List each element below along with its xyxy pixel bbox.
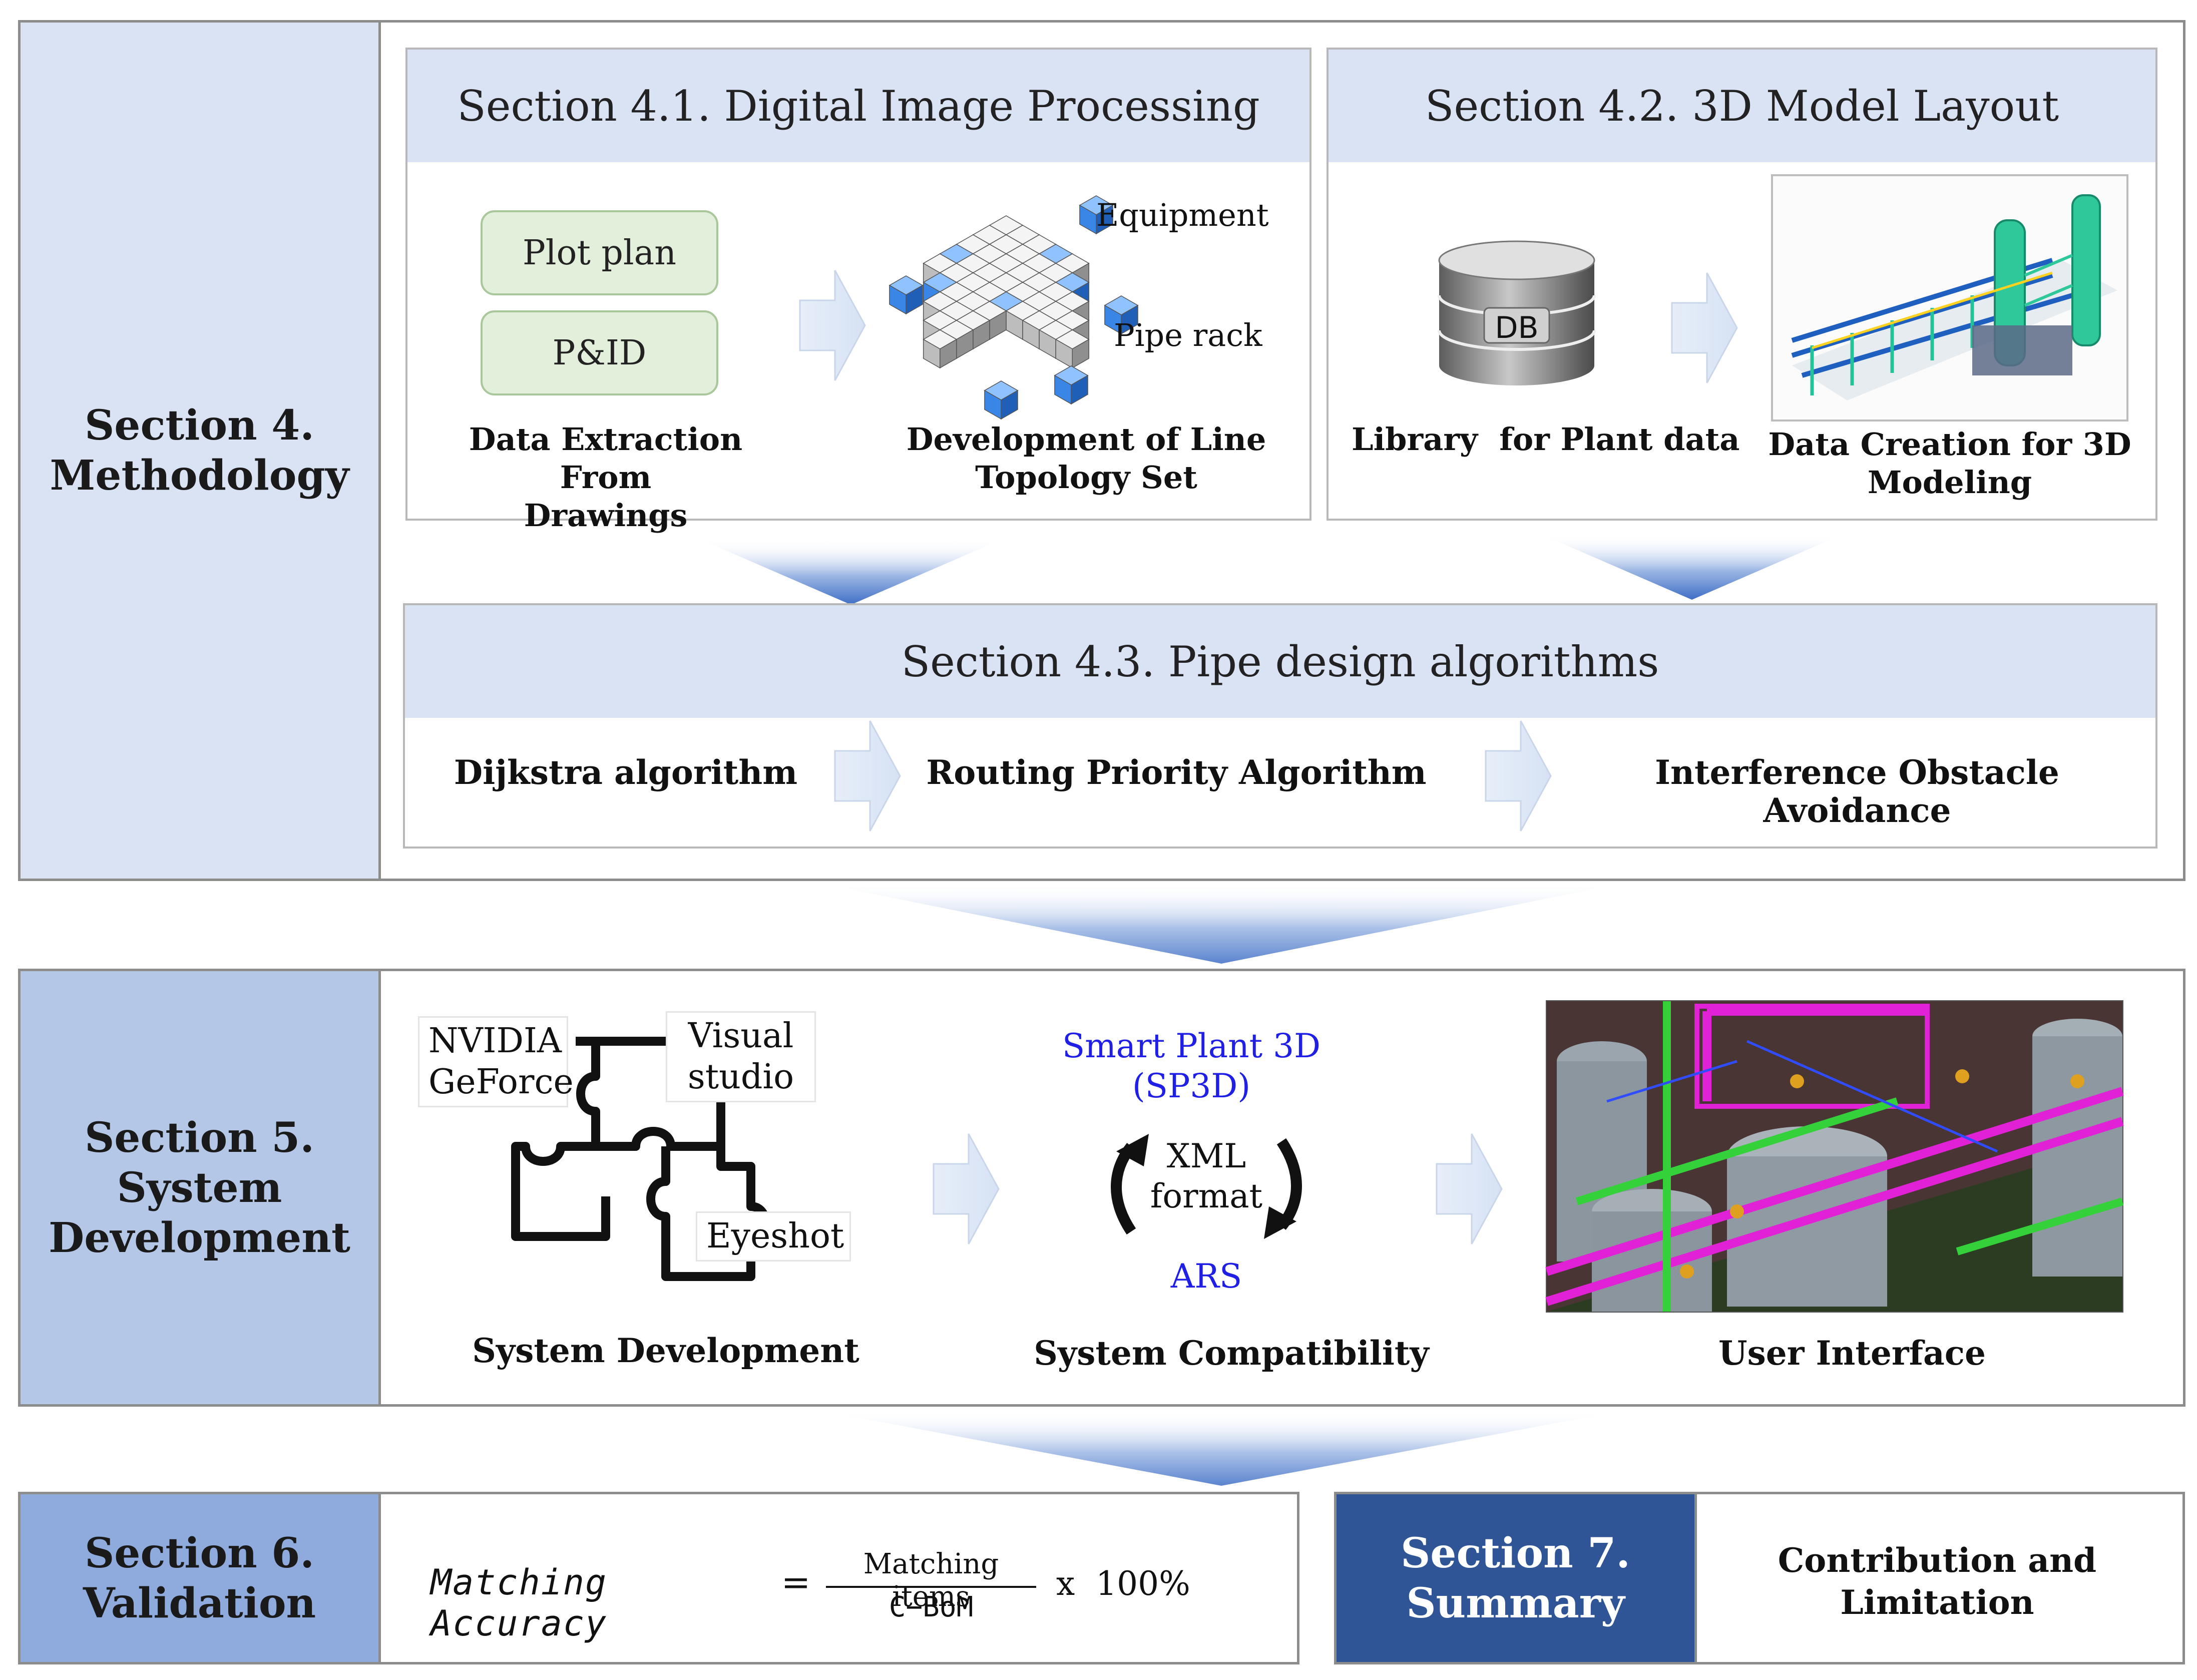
flow-arrow-42 xyxy=(1671,272,1738,383)
library-caption: Library for Plant data xyxy=(1352,421,1740,458)
section5-title: Section 5. System Development xyxy=(49,1113,350,1262)
section5-panel: Section 5. System Development xyxy=(18,969,2185,1407)
formula-denominator: C−BoM xyxy=(889,1591,974,1623)
cycle-arrows-icon xyxy=(1111,1134,1302,1239)
db-label: DB xyxy=(1495,310,1539,345)
pid-label: P&ID xyxy=(552,333,647,373)
cube-cluster-icon xyxy=(889,195,1139,420)
user-interface-caption: User Interface xyxy=(1718,1334,1986,1373)
section42-box: Section 4.2. 3D Model Layout xyxy=(1327,48,2157,521)
plot-plan-box: Plot plan xyxy=(481,210,718,295)
pid-box: P&ID xyxy=(481,310,718,395)
section42-header: Section 4.2. 3D Model Layout xyxy=(1329,50,2155,162)
routing-priority-step: Routing Priority Algorithm xyxy=(926,753,1427,792)
section7-panel: Section 7. Summary xyxy=(1334,1492,2185,1664)
plant-3d-model-image xyxy=(1771,174,2128,422)
line-topology-caption: Development of Line Topology Set xyxy=(906,421,1266,496)
pipe-rack-label: Pipe rack xyxy=(1114,317,1262,353)
data-creation-caption: Data Creation for 3D Modeling xyxy=(1768,426,2131,501)
section41-header: Section 4.1. Digital Image Processing xyxy=(407,50,1309,162)
section6-label: Section 6. Validation xyxy=(21,1494,381,1662)
database-icon xyxy=(1438,240,1596,385)
section42-title: Section 4.2. 3D Model Layout xyxy=(1425,81,2059,131)
section4-label: Section 4. Methodology xyxy=(21,23,381,879)
section5-label: Section 5. System Development xyxy=(21,971,381,1404)
plot-plan-label: Plot plan xyxy=(523,233,676,273)
section41-box: Section 4.1. Digital Image Processing xyxy=(405,48,1311,521)
section4-panel: Section 4. Methodology xyxy=(18,20,2185,881)
section43-box: Section 4.3. Pipe design algorithms xyxy=(403,603,2157,849)
formula-fraction-bar xyxy=(826,1586,1036,1588)
flow-arrow-5b xyxy=(1436,1133,1503,1244)
flow-arrow-5a xyxy=(933,1133,1000,1244)
section43-header: Section 4.3. Pipe design algorithms xyxy=(405,605,2155,718)
down-arrow-42 xyxy=(1542,535,1842,600)
formula-multiplier: x 100% xyxy=(1056,1564,1190,1603)
flow-arrow-41 xyxy=(799,270,866,381)
down-arrow-section4-to-5 xyxy=(821,884,1622,964)
dijkstra-step: Dijkstra algorithm xyxy=(454,753,798,792)
system-development-caption: System Development xyxy=(472,1331,859,1370)
formula-numerator: Matching items xyxy=(863,1548,999,1613)
obstacle-avoidance-step: Interference Obstacle Avoidance xyxy=(1655,753,2059,830)
nvidia-geforce-tag: NVIDIA GeForce xyxy=(418,1016,574,1107)
section6-panel: Section 6. Validation xyxy=(18,1492,1299,1664)
formula-equals: = xyxy=(781,1562,811,1603)
equipment-label: Equipment xyxy=(1096,197,1269,233)
data-extraction-caption: Data Extraction From Drawings xyxy=(469,421,743,534)
flow-arrow-43b xyxy=(1485,720,1552,831)
system-compatibility-caption: System Compatibility xyxy=(1034,1334,1429,1373)
section7-label: Section 7. Summary xyxy=(1337,1494,1697,1662)
ars-label: ARS xyxy=(1170,1257,1242,1296)
formula-lhs: Matching Accuracy xyxy=(430,1562,608,1644)
visual-studio-tag: Visual studio xyxy=(666,1011,816,1102)
section6-title: Section 6. Validation xyxy=(83,1529,316,1627)
user-interface-screenshot xyxy=(1545,1000,2124,1313)
section4-title: Section 4. Methodology xyxy=(50,401,349,500)
xml-format-label: XML format xyxy=(1150,1137,1263,1215)
section43-title: Section 4.3. Pipe design algorithms xyxy=(901,637,1659,686)
sp3d-label: Smart Plant 3D (SP3D) xyxy=(1062,1027,1321,1105)
section7-title: Section 7. Summary xyxy=(1401,1529,1630,1627)
eyeshot-tag: Eyeshot xyxy=(696,1211,851,1262)
down-arrow-41 xyxy=(701,540,1001,605)
flow-arrow-43a xyxy=(834,720,901,831)
section41-title: Section 4.1. Digital Image Processing xyxy=(457,81,1260,131)
down-arrow-section5-to-6 xyxy=(821,1411,1622,1486)
contribution-limitation-text: Contribution and Limitation xyxy=(1778,1541,2097,1622)
